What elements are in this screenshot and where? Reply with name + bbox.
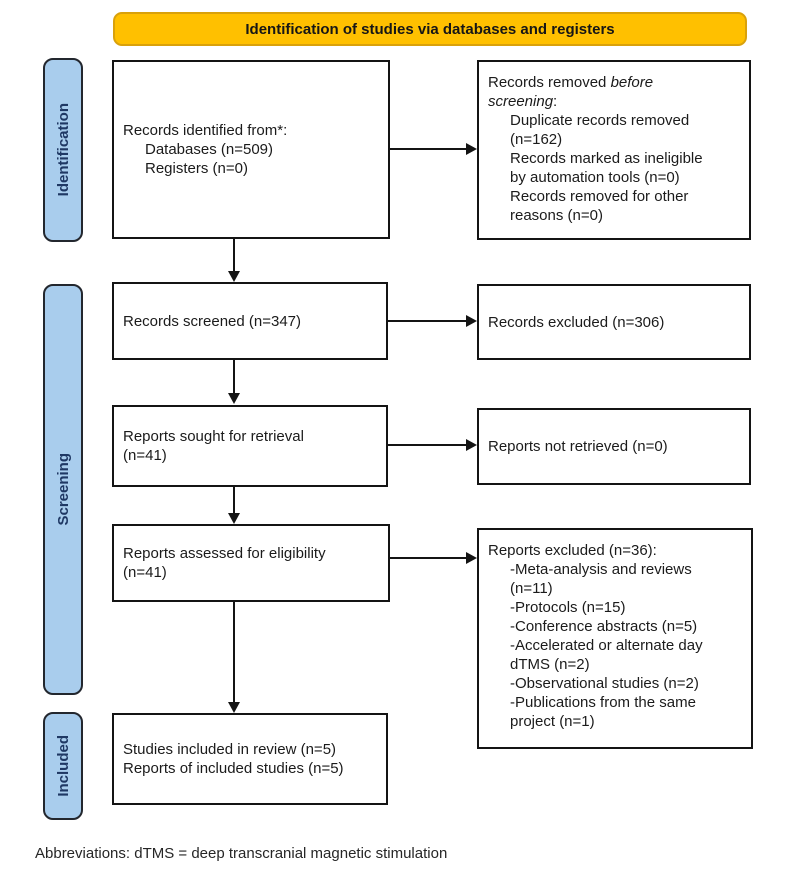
box-records-removed-before-screening: Records removed before screening: Duplic… — [477, 60, 751, 240]
box-line: Records removed for other — [510, 188, 689, 205]
box-line: -Accelerated or alternate day — [510, 637, 703, 654]
arrow-assessed-to-reports-excluded-head-icon — [466, 552, 477, 564]
box-line: -Protocols (n=15) — [510, 599, 626, 616]
box-reports-sought: Reports sought for retrieval (n=41) — [112, 405, 388, 487]
box-line: Records identified from*: — [123, 122, 288, 139]
text-segment-italic: screening — [488, 93, 554, 110]
box-records-excluded: Records excluded (n=306) — [477, 284, 751, 360]
box-line: project (n=1) — [510, 713, 595, 730]
stage-label-identification-text: Identification — [54, 103, 72, 197]
arrow-identified-to-removed — [390, 148, 466, 150]
box-line: by automation tools (n=0) — [510, 169, 680, 186]
stage-label-included: Included — [43, 712, 83, 820]
arrow-screened-to-excluded — [388, 320, 466, 322]
stage-label-identification: Identification — [43, 58, 83, 242]
arrow-identified-to-removed-head-icon — [466, 143, 477, 155]
box-line: Reports assessed for eligibility — [123, 545, 326, 562]
box-line: (n=41) — [123, 447, 167, 464]
arrow-sought-to-not-retrieved — [388, 444, 466, 446]
box-line: Duplicate records removed — [510, 112, 690, 129]
box-line: -Publications from the same — [510, 694, 696, 711]
stage-label-screening: Screening — [43, 284, 83, 695]
box-line: Databases (n=509) — [145, 141, 273, 158]
box-line: (n=11) — [510, 580, 553, 597]
box-line: Records screened (n=347) — [123, 312, 302, 330]
arrow-screened-to-sought — [233, 360, 235, 394]
box-line: Reports of included studies (n=5) — [123, 760, 344, 777]
text-segment: Records removed — [488, 74, 611, 91]
arrow-screened-to-excluded-head-icon — [466, 315, 477, 327]
arrow-identified-to-screened-head-icon — [228, 271, 240, 282]
box-reports-assessed: Reports assessed for eligibility (n=41) — [112, 524, 390, 602]
box-records-identified: Records identified from*: Databases (n=5… — [112, 60, 390, 239]
box-line: screening: — [488, 92, 740, 111]
arrow-assessed-to-included — [233, 602, 235, 703]
box-line: Records excluded (n=306) — [488, 313, 665, 331]
box-line: reasons (n=0) — [510, 207, 603, 224]
arrow-sought-to-assessed — [233, 487, 235, 514]
box-line: -Observational studies (n=2) — [510, 675, 699, 692]
box-line: dTMS (n=2) — [510, 656, 590, 673]
text-segment: : — [553, 93, 558, 110]
banner-title: Identification of studies via databases … — [245, 20, 615, 38]
box-line: Studies included in review (n=5) — [123, 741, 337, 758]
stage-label-screening-text: Screening — [54, 453, 72, 526]
abbreviations-note: Abbreviations: dTMS = deep transcranial … — [35, 845, 448, 862]
arrow-assessed-to-reports-excluded — [390, 557, 466, 559]
box-line: Reports not retrieved (n=0) — [488, 438, 668, 455]
box-line: Registers (n=0) — [145, 160, 248, 177]
stage-label-included-text: Included — [54, 735, 72, 797]
arrow-sought-to-not-retrieved-head-icon — [466, 439, 477, 451]
box-reports-not-retrieved: Reports not retrieved (n=0) — [477, 408, 751, 485]
box-reports-excluded: Reports excluded (n=36): -Meta-analysis … — [477, 528, 753, 749]
arrow-identified-to-screened — [233, 239, 235, 272]
box-line: (n=41) — [123, 564, 167, 581]
box-line: -Conference abstracts (n=5) — [510, 618, 698, 635]
box-studies-included: Studies included in review (n=5) Reports… — [112, 713, 388, 805]
box-line: (n=162) — [510, 131, 563, 148]
arrow-screened-to-sought-head-icon — [228, 393, 240, 404]
box-records-screened: Records screened (n=347) — [112, 282, 388, 360]
box-line: -Meta-analysis and reviews — [510, 561, 692, 578]
arrow-assessed-to-included-head-icon — [228, 702, 240, 713]
banner-identification-via-databases: Identification of studies via databases … — [113, 12, 747, 46]
box-line: Reports excluded (n=36): — [488, 542, 657, 559]
box-line: Reports sought for retrieval — [123, 428, 304, 445]
box-line: Records removed before — [488, 73, 740, 92]
box-line: Records marked as ineligible — [510, 150, 703, 167]
arrow-sought-to-assessed-head-icon — [228, 513, 240, 524]
text-segment-italic: before — [610, 74, 654, 91]
